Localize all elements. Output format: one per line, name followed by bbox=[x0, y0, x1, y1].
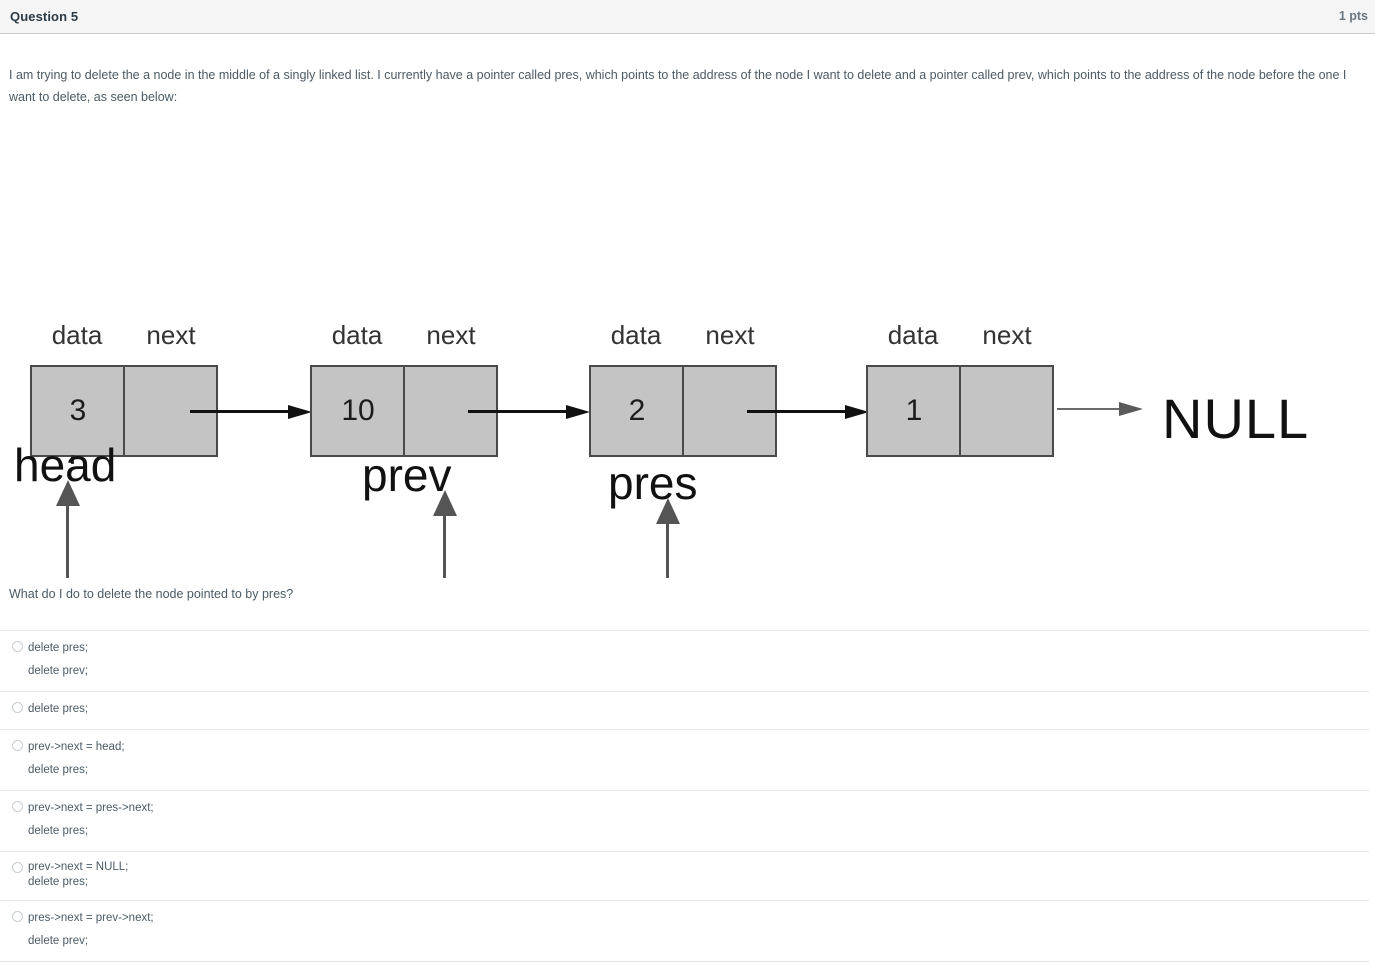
radio-button-4[interactable] bbox=[12, 801, 23, 812]
node-3-next-arrow bbox=[747, 405, 869, 419]
answer-option-5[interactable]: prev->next = NULL; delete pres; bbox=[0, 851, 1369, 900]
node-4-value: 1 bbox=[905, 394, 923, 427]
node-3: 2 bbox=[589, 365, 777, 457]
answer-option-2-line1: delete pres; bbox=[28, 703, 89, 715]
node-2-data-label: data bbox=[331, 320, 383, 350]
node-1-field-labels: data next bbox=[30, 320, 218, 350]
arrow-shaft bbox=[747, 410, 847, 413]
pres-pointer-label: pres bbox=[608, 457, 698, 509]
arrow-head bbox=[1119, 402, 1143, 416]
question-points: 1 pts bbox=[1338, 9, 1368, 23]
arrow-head bbox=[566, 405, 590, 419]
answer-option-1-text: delete pres; delete prev; bbox=[28, 637, 1369, 683]
prev-pointer-label: prev bbox=[362, 449, 452, 501]
node-3-data-label: data bbox=[610, 320, 662, 350]
answer-option-3-text: prev->next = head; delete pres; bbox=[28, 736, 1369, 782]
linked-list-diagram: data next 3 data next 10 data next 2 dat… bbox=[0, 150, 1375, 578]
node-2-value: 10 bbox=[341, 394, 375, 427]
node-1: 3 bbox=[30, 365, 218, 457]
node-3-divider bbox=[682, 367, 684, 455]
node-1-next-label: next bbox=[146, 320, 196, 350]
arrow-head bbox=[288, 405, 312, 419]
question-prompt: I am trying to delete the a node in the … bbox=[9, 68, 1347, 104]
node-4-null-arrow bbox=[1057, 402, 1143, 416]
pointer-arrow-shaft bbox=[666, 514, 669, 578]
sub-question-text: What do I do to delete the node pointed … bbox=[9, 587, 294, 601]
answer-option-1[interactable]: delete pres; delete prev; bbox=[0, 630, 1369, 691]
radio-button-5[interactable] bbox=[12, 862, 23, 873]
radio-button-1[interactable] bbox=[12, 641, 23, 652]
node-1-next-arrow bbox=[190, 405, 312, 419]
node-1-value: 3 bbox=[69, 394, 87, 427]
pointer-arrow-shaft bbox=[443, 506, 446, 578]
answer-option-2[interactable]: delete pres; bbox=[0, 691, 1369, 729]
answer-option-3-line1: prev->next = head; bbox=[28, 741, 125, 753]
pointer-arrow-shaft bbox=[66, 496, 69, 578]
node-3-field-labels: data next bbox=[589, 320, 777, 350]
radio-button-6[interactable] bbox=[12, 911, 23, 922]
arrow-shaft bbox=[468, 410, 568, 413]
node-2-next-label: next bbox=[426, 320, 476, 350]
answer-option-3-line2: delete pres; bbox=[28, 764, 89, 776]
arrow-shaft bbox=[190, 410, 290, 413]
node-4-field-labels: data next bbox=[866, 320, 1054, 350]
node-2-next-arrow bbox=[468, 405, 590, 419]
node-1-divider bbox=[123, 367, 125, 455]
null-terminator-label: NULL bbox=[1162, 387, 1310, 450]
answer-option-6-text: pres->next = prev->next; delete prev; bbox=[28, 907, 1369, 953]
node-2-divider bbox=[403, 367, 405, 455]
node-1-head-tick bbox=[71, 455, 74, 464]
answer-option-4-line1: prev->next = pres->next; bbox=[28, 802, 154, 814]
node-4-next-label: next bbox=[982, 320, 1032, 350]
answer-option-4-line2: delete pres; bbox=[28, 825, 89, 837]
question-header: Question 5 1 pts bbox=[0, 0, 1375, 34]
answer-option-5-line1: prev->next = NULL; bbox=[28, 861, 129, 873]
radio-button-2[interactable] bbox=[12, 702, 23, 713]
arrow-shaft bbox=[1057, 408, 1121, 410]
answer-option-6-line1: pres->next = prev->next; bbox=[28, 912, 154, 924]
node-4: 1 bbox=[866, 365, 1054, 457]
node-4-data-label: data bbox=[887, 320, 939, 350]
head-pointer-label: head bbox=[14, 439, 117, 491]
answer-option-6-line2: delete prev; bbox=[28, 935, 89, 947]
answer-option-4[interactable]: prev->next = pres->next; delete pres; bbox=[0, 790, 1369, 851]
answer-options-list: delete pres; delete prev; delete pres; p… bbox=[0, 630, 1369, 962]
answer-option-5-line2: delete pres; bbox=[28, 876, 89, 888]
answer-option-1-line2: delete prev; bbox=[28, 665, 89, 677]
question-title: Question 5 bbox=[10, 9, 79, 24]
node-3-value: 2 bbox=[628, 394, 646, 427]
node-2-field-labels: data next bbox=[310, 320, 498, 350]
node-3-next-label: next bbox=[705, 320, 755, 350]
node-4-divider bbox=[959, 367, 961, 455]
answer-option-5-text: prev->next = NULL; delete pres; bbox=[28, 860, 1369, 890]
arrow-head bbox=[845, 405, 869, 419]
answer-option-4-text: prev->next = pres->next; delete pres; bbox=[28, 797, 1369, 843]
answer-option-2-text: delete pres; bbox=[28, 698, 1369, 721]
answer-option-3[interactable]: prev->next = head; delete pres; bbox=[0, 729, 1369, 790]
radio-button-3[interactable] bbox=[12, 740, 23, 751]
answer-option-1-line1: delete pres; bbox=[28, 642, 89, 654]
node-1-data-label: data bbox=[51, 320, 103, 350]
answer-option-6[interactable]: pres->next = prev->next; delete prev; bbox=[0, 900, 1369, 962]
